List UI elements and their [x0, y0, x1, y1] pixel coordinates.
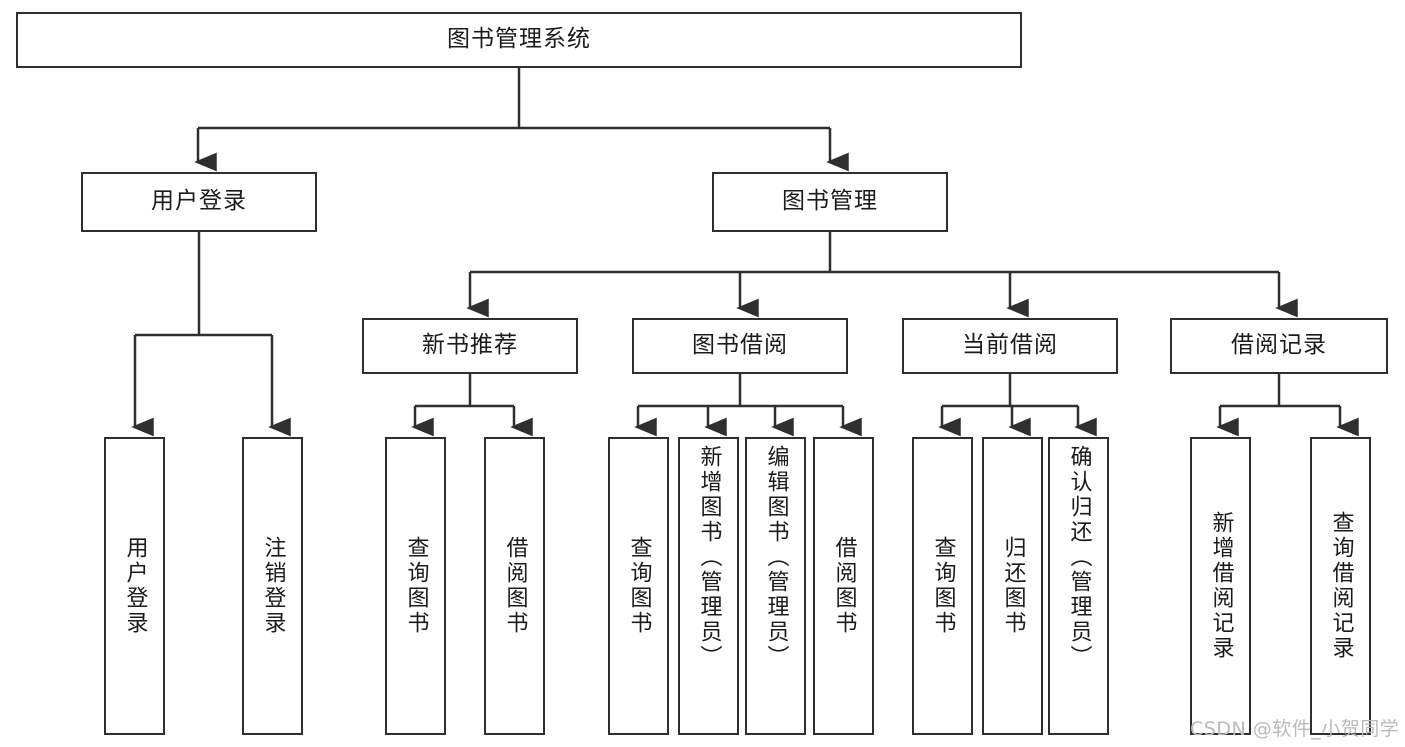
node-borrow-record-label: 借阅记录	[1231, 332, 1327, 359]
node-leaf-query-book-cur-label: 查询图书	[930, 536, 956, 636]
node-leaf-query-book-borrow[interactable]: 查询图书	[608, 437, 669, 735]
node-current-borrow[interactable]: 当前借阅	[902, 318, 1118, 374]
node-leaf-add-record-label: 新增借阅记录	[1208, 511, 1234, 661]
node-root-label: 图书管理系统	[447, 26, 591, 53]
node-new-book-rec[interactable]: 新书推荐	[362, 318, 578, 374]
node-leaf-edit-book-label: 编辑图书（管理员）	[763, 445, 789, 670]
node-leaf-query-book-rec-label: 查询图书	[403, 536, 429, 636]
node-leaf-query-record[interactable]: 查询借阅记录	[1310, 437, 1371, 735]
node-leaf-borrow-book-rec[interactable]: 借阅图书	[484, 437, 545, 735]
node-leaf-query-book-rec[interactable]: 查询图书	[385, 437, 446, 735]
node-book-borrow[interactable]: 图书借阅	[632, 318, 848, 374]
node-leaf-edit-book[interactable]: 编辑图书（管理员）	[745, 437, 806, 735]
node-leaf-logout-label: 注销登录	[260, 536, 286, 636]
node-leaf-query-book-cur[interactable]: 查询图书	[912, 437, 973, 735]
node-leaf-confirm-return-label: 确认归还（管理员）	[1066, 445, 1092, 670]
node-leaf-add-book-label: 新增图书（管理员）	[696, 445, 722, 670]
node-leaf-return-book-label: 归还图书	[1000, 536, 1026, 636]
node-leaf-query-record-label: 查询借阅记录	[1328, 511, 1354, 661]
node-leaf-borrow-book[interactable]: 借阅图书	[813, 437, 874, 735]
node-leaf-logout[interactable]: 注销登录	[242, 437, 303, 735]
node-leaf-user-login-label: 用户登录	[122, 536, 148, 636]
node-borrow-record[interactable]: 借阅记录	[1170, 318, 1388, 374]
node-leaf-query-book-borrow-label: 查询图书	[626, 536, 652, 636]
node-leaf-add-book[interactable]: 新增图书（管理员）	[678, 437, 739, 735]
node-current-borrow-label: 当前借阅	[962, 332, 1058, 359]
node-user-login[interactable]: 用户登录	[81, 172, 317, 232]
node-book-borrow-label: 图书借阅	[692, 332, 788, 359]
node-leaf-add-record[interactable]: 新增借阅记录	[1190, 437, 1251, 735]
node-new-book-rec-label: 新书推荐	[422, 332, 518, 359]
csdn-watermark: CSDN @软件_小贺同学	[1190, 718, 1400, 740]
node-leaf-confirm-return[interactable]: 确认归还（管理员）	[1048, 437, 1109, 735]
node-user-login-label: 用户登录	[151, 188, 247, 215]
node-root[interactable]: 图书管理系统	[16, 12, 1022, 68]
node-book-manage-label: 图书管理	[782, 188, 878, 215]
node-book-manage[interactable]: 图书管理	[712, 172, 948, 232]
node-leaf-return-book[interactable]: 归还图书	[982, 437, 1043, 735]
node-leaf-user-login[interactable]: 用户登录	[104, 437, 165, 735]
node-leaf-borrow-book-rec-label: 借阅图书	[502, 536, 528, 636]
node-leaf-borrow-book-label: 借阅图书	[831, 536, 857, 636]
